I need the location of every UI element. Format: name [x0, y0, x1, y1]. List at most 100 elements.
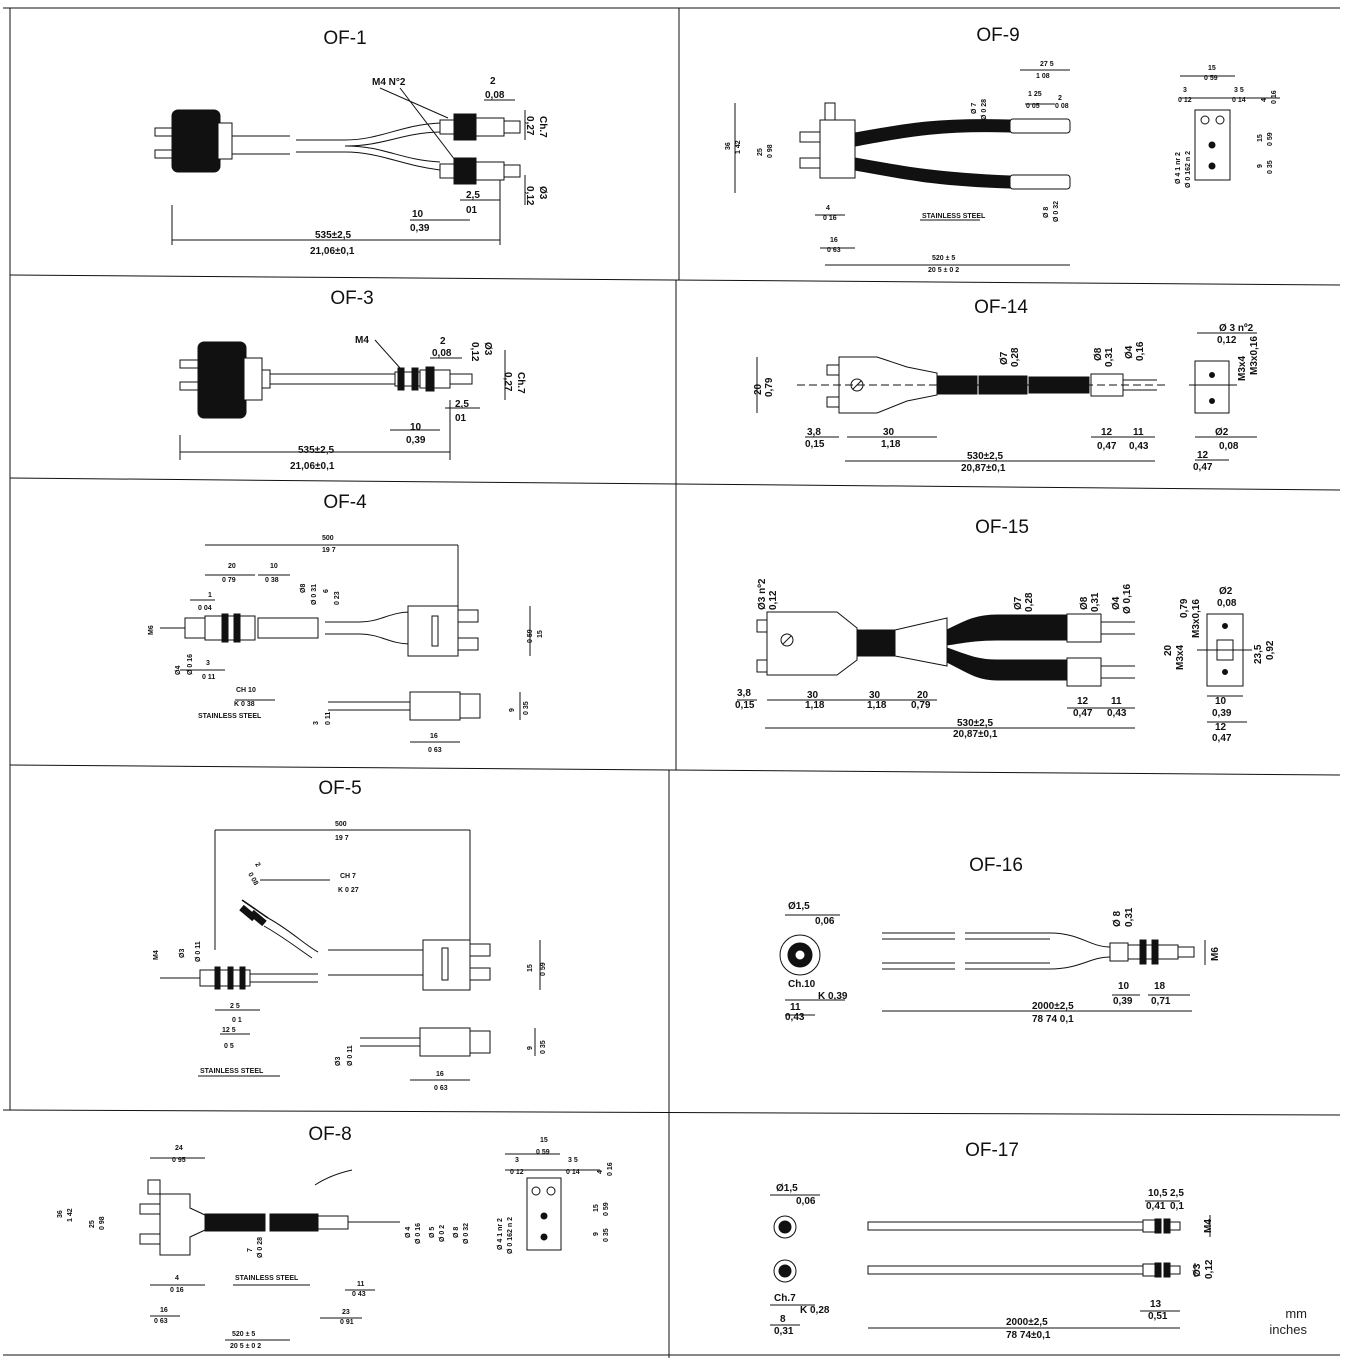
of14-dim-h-in: 0,79: [764, 377, 775, 397]
of15-end-f-in: 0,92: [1265, 640, 1276, 660]
of16-ch: Ch.10: [788, 979, 816, 990]
of8-dim-c: 25: [89, 1220, 96, 1228]
of1-length: 535±2,5: [315, 230, 352, 241]
of8-drawing: 24 0 95 36 1 42 25 0 98 7 Ø 0 28 4 0 16 …: [57, 1137, 614, 1350]
of3-thread-label: M4: [355, 335, 369, 346]
of3-ch-in: 0,27: [502, 372, 513, 392]
of15-dim-d-in: Ø 0,16: [1122, 584, 1133, 614]
of17-dim-d: 2,5: [1170, 1188, 1184, 1199]
panel-title-of1: OF-1: [323, 28, 367, 49]
of16-dim-b: 11: [790, 1002, 801, 1013]
of15-dim-d: Ø4: [1111, 596, 1122, 610]
of14-end-c: Ø2: [1215, 427, 1229, 438]
of15-end-h: 12: [1215, 722, 1227, 733]
of8-end-view: [526, 1177, 562, 1251]
of8-probe-a: Ø 4: [405, 1227, 412, 1238]
of8-dim-g: 16: [160, 1307, 168, 1314]
of8-end-d: 4: [597, 1170, 604, 1174]
of16-dim-d-in: 0,39: [1113, 996, 1133, 1007]
of8-dim-e-in: 0 16: [170, 1287, 184, 1294]
of9-end-a: 15: [1208, 65, 1216, 72]
of1-thread-label: M4 N°2: [372, 77, 406, 88]
of14-end-b-in: M3x0,16: [1249, 336, 1260, 375]
of15-drawing: Ø3 nº2 0,12 Ø7 0,28 Ø8 0,31 Ø4 Ø 0,16 3,…: [735, 578, 1276, 744]
of17-dim-b-in: 0,31: [774, 1326, 794, 1337]
of3-dim-b-in: 01: [455, 413, 467, 424]
of4-dim-d-in: Ø 0 31: [311, 584, 318, 605]
of5-thread: M4: [153, 950, 160, 960]
of5-dim-b-in: Ø 0 11: [195, 941, 202, 962]
of17-ch-in: K 0,28: [800, 1305, 830, 1316]
of8-dim-h-in: 0 91: [340, 1319, 354, 1326]
of9-dim-g: 4: [826, 205, 830, 212]
of8-end-c-in: 0 14: [566, 1169, 580, 1176]
of5-probe-angled: [239, 899, 319, 959]
of16-dim-e: 18: [1154, 981, 1166, 992]
of17-length-in: 78 74±0,1: [1006, 1330, 1051, 1341]
of9-dim-b: 1 25: [1028, 91, 1042, 98]
of5-side-view: [360, 1027, 491, 1057]
of3-drawing: M4 2 0,08 Ø3 0,12 Ch.7 0,27 2,5 01 10 0,…: [179, 335, 526, 472]
of3-connector: [179, 341, 395, 419]
of14-dim-f-in: 0,47: [1097, 441, 1117, 452]
of15-dim-k: 12: [1077, 696, 1089, 707]
of16-thread: M6: [1210, 947, 1221, 961]
of17-dim-e-in: 0,12: [1204, 1259, 1215, 1279]
of14-drawing: Ø7 0,28 Ø8 0,31 Ø4 0,16 20 0,79 3,8 0,15…: [753, 323, 1260, 474]
of15-end-g: 10: [1215, 696, 1227, 707]
of14-dim-b: Ø8: [1093, 347, 1104, 361]
units-mm: mm: [1285, 1306, 1307, 1321]
of5-probe: [160, 939, 491, 991]
of1-dim-c-in: 0,39: [410, 223, 430, 234]
of16-cable: [882, 932, 1195, 970]
of15-end-view: [1197, 613, 1252, 687]
of8-dim-f-in: 0 43: [352, 1291, 366, 1298]
of3-probe: [394, 366, 473, 392]
of8-dim-a-in: 0 95: [172, 1157, 186, 1164]
of4-dim-k-in: 0 35: [523, 701, 530, 715]
of9-end-d: 4: [1261, 98, 1268, 102]
of16-dim-c: Ø 8: [1112, 910, 1123, 927]
of9-end-b: 3: [1183, 87, 1187, 94]
of14-body: [797, 356, 1167, 414]
of14-end-d-in: 0,47: [1193, 462, 1213, 473]
of5-steel: STAINLESS STEEL: [200, 1068, 264, 1075]
of5-dim-h-in: 0 59: [540, 962, 547, 976]
grid-row-line-1: [9, 274, 1341, 286]
of14-dim-c: Ø4: [1124, 345, 1135, 359]
of16-dim-c-in: 0,31: [1124, 907, 1135, 927]
of4-dim-g-in: 0 11: [202, 674, 215, 681]
of8-end-b: 3: [515, 1157, 519, 1164]
of9-end-g-in: 0 35: [1267, 160, 1274, 174]
of3-length: 535±2,5: [298, 445, 335, 456]
units-inches: inches: [1269, 1322, 1307, 1337]
of8-length: 520 ± 5: [232, 1331, 255, 1338]
of5-dim-m: Ø3: [335, 1057, 342, 1066]
of4-dim-a: 20: [228, 563, 236, 570]
of8-end-a: 15: [540, 1137, 548, 1144]
of15-dim-m: 11: [1111, 696, 1122, 707]
of4-dim-e: 6: [323, 589, 330, 593]
of8-body: [139, 1169, 400, 1256]
of17-dim-a: Ø1,5: [776, 1183, 798, 1194]
of1-ch-label: Ch.7: [537, 116, 548, 138]
of17-dim-c: 10,5: [1148, 1188, 1168, 1199]
of9-dim-h-in: 0 63: [827, 247, 841, 254]
of9-dim-a-in: 1 08: [1036, 73, 1050, 80]
of1-dim-a: 2: [490, 76, 496, 87]
of9-length: 520 ± 5: [932, 255, 955, 262]
grid-row-line-2: [9, 477, 1341, 491]
of4-ch-in: K 0 38: [234, 701, 255, 708]
of8-end-a-in: 0 59: [536, 1149, 550, 1156]
of4-dim-m: 3: [313, 721, 320, 725]
of8-dim-f: 11: [357, 1281, 365, 1288]
of17-dim-e: Ø3: [1192, 1263, 1203, 1277]
of8-probe-c: Ø 8: [453, 1227, 460, 1238]
of15-end-a-in: 0,08: [1217, 598, 1237, 609]
of5-dim-a-in: 0 08: [246, 872, 259, 887]
of4-dim-g: 3: [206, 660, 210, 667]
of4-dim-n: 16: [430, 733, 438, 740]
of14-dim-g: 11: [1133, 427, 1144, 438]
of4-dim-m-in: 0 11: [325, 712, 332, 725]
